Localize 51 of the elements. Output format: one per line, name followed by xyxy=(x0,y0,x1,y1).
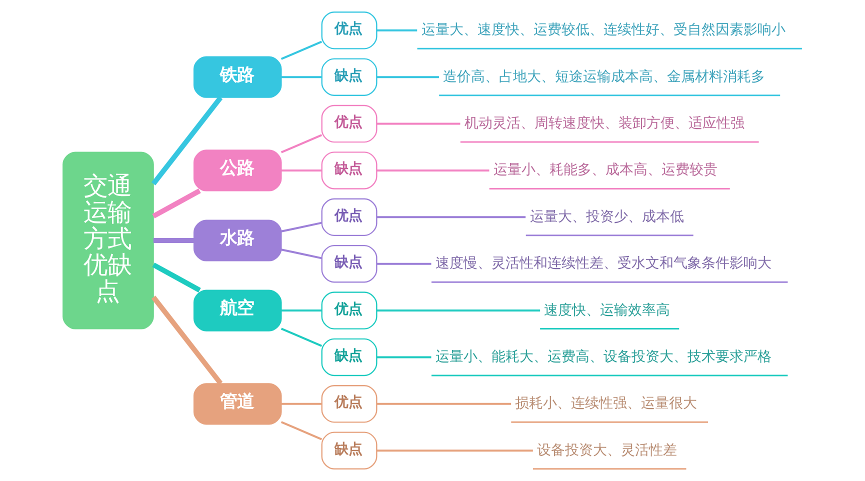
connector xyxy=(281,402,322,405)
node-box: 管道 xyxy=(193,383,282,425)
connector xyxy=(152,262,201,292)
node-text: 损耗小、连续性强、运量很大 xyxy=(515,396,698,412)
connector xyxy=(280,421,322,440)
node-box: 航空 xyxy=(193,290,282,332)
connector xyxy=(281,169,322,172)
connector xyxy=(376,450,533,452)
node-box: 水路 xyxy=(193,220,282,262)
node-box: 缺点 xyxy=(321,58,378,96)
node-box: 缺点 xyxy=(321,432,378,470)
node-text: 运量大、投资少、成本低 xyxy=(530,208,684,225)
connector xyxy=(151,296,223,385)
node-text: 运量小、能耗大、运费高、设备投资大、技术要求严格 xyxy=(436,348,772,365)
connector xyxy=(376,76,439,78)
node-text: 运量小、耗能多、成本高、运费较贵 xyxy=(493,162,718,178)
node-box: 优点 xyxy=(321,385,378,423)
connector xyxy=(281,222,322,232)
connector xyxy=(376,29,418,32)
node-text: 速度快、运输效率高 xyxy=(544,302,670,318)
node-box: 优点 xyxy=(321,198,378,236)
connector xyxy=(376,262,432,265)
connector xyxy=(153,238,194,244)
connector xyxy=(281,310,322,312)
node-text: 速度慢、灵活性和连续性差、受水文和气象条件影响大 xyxy=(436,256,772,272)
connector xyxy=(280,134,322,154)
node-text: 设备投资大、灵活性差 xyxy=(537,442,678,458)
connector xyxy=(376,122,460,125)
node-box: 优点 xyxy=(321,292,378,330)
connector xyxy=(376,169,490,172)
node-box: 缺点 xyxy=(321,338,378,376)
node-box: 交通运输方式优缺点 xyxy=(62,152,154,330)
node-text: 机动灵活、周转速度快、装卸方便、适应性强 xyxy=(464,116,744,132)
node-text: 运量大、速度快、运费较低、连续性好、受自然因素影响小 xyxy=(421,22,786,38)
connector xyxy=(151,96,223,186)
node-box: 缺点 xyxy=(321,244,378,283)
connector xyxy=(376,356,432,358)
node-box: 优点 xyxy=(321,104,378,143)
connector xyxy=(152,188,201,218)
connector xyxy=(376,402,512,405)
connector xyxy=(376,216,526,218)
connector xyxy=(280,40,322,60)
node-box: 铁路 xyxy=(193,56,282,98)
connector xyxy=(281,76,322,78)
node-box: 缺点 xyxy=(321,152,378,190)
connector xyxy=(281,248,322,260)
node-text: 造价高、占地大、短途运输成本高、金属材料消耗多 xyxy=(443,68,766,85)
connector xyxy=(280,328,322,347)
connector xyxy=(376,310,540,312)
node-box: 优点 xyxy=(321,12,378,50)
node-box: 公路 xyxy=(193,150,282,192)
